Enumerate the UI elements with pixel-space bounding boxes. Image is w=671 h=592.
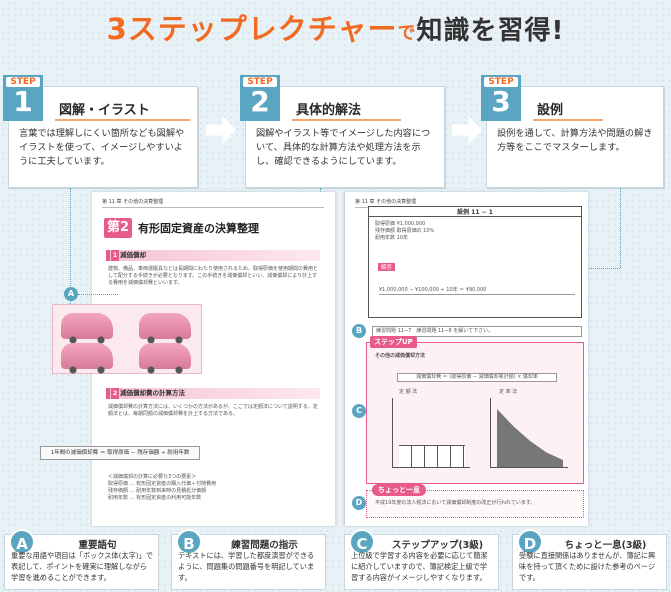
marker-a-leader: [78, 294, 118, 295]
car-icon: [61, 343, 113, 374]
card-d: D ちょっと一息(3級) 受験に直接関係はありませんが、簿記に興味を持って頂くた…: [512, 529, 667, 590]
straight-line-bars: [399, 445, 465, 467]
step-number: 3: [491, 85, 511, 118]
step-1-text: 言葉では理解しにくい箇所なども図解やイラストを使って、イメージしやすいように工夫…: [19, 128, 185, 167]
card-d-text: 受験に直接関係はありませんが、簿記に興味を持って頂くために設けた参考のページです…: [519, 551, 656, 582]
headline-lead: 3ステップレクチャー: [106, 12, 398, 46]
card-b-text: テキストには、学習した都度演習ができるように、問題集の問題番号を明記しています。: [178, 551, 315, 582]
book-spine: [335, 192, 345, 526]
marker-b: B: [352, 324, 366, 338]
card-b-badge: B: [176, 529, 202, 555]
elements-list-item: 耐用年数 … 有形固定資産の利用可能年数: [108, 495, 202, 501]
section-number: 第2節: [104, 218, 132, 255]
chart-label-declining: 定 率 法: [499, 389, 518, 395]
break-tag: ちょっと一息: [372, 484, 426, 496]
card-a: A 重要語句 重要な用語や項目は「ボックス体(太字)」で表記して、ポイントを確実…: [4, 529, 159, 590]
car-icon: [139, 343, 191, 374]
elements-list-item: 残存価額 … 耐用年数到来時の見積処分価額: [108, 488, 207, 494]
step-2-badge: STEP 2: [240, 75, 280, 121]
break-text: 平成19年度の法人税法において減価償却制度の改正が行われています。: [375, 500, 536, 506]
step-3-box: STEP 3 設例 設例を通して、計算方法や問題の解き方等をここでマスターします…: [481, 75, 664, 188]
elements-list: ＜減価償却の計算に必要な3つの要素＞ 取得原価 … 有形固定資産の購入代価＋付随…: [108, 474, 320, 502]
depreciation-formula: 1年間の減価償却費 ＝ 取得原価 − 残存価額 ÷ 耐用年数: [40, 446, 200, 460]
card-c-badge: C: [349, 529, 375, 555]
example-calc: ¥1,000,000 − ¥100,000 ÷ 10年 ＝ ¥90,000: [379, 287, 575, 295]
card-c: C ステップアップ(3級) 上位級で学習する内容を必要に応じて簡潔に紹介していま…: [344, 529, 499, 590]
step-3-connector: [584, 268, 620, 269]
headline-connector: で: [397, 23, 417, 44]
stepup-title: その他の減価償却方法: [375, 353, 426, 359]
card-b: B 練習問題の指示 テキストには、学習した都度演習ができるように、問題集の問題番…: [171, 529, 326, 590]
step-1-badge: STEP 1: [3, 75, 43, 121]
card-a-text: 重要な用語や項目は「ボックス体(太字)」で表記して、ポイントを確実に理解しながら…: [11, 551, 153, 582]
step-3-badge: STEP 3: [481, 75, 521, 121]
card-b-title: 練習問題の指示: [231, 540, 298, 551]
depreciation-paragraph: 建物、備品、車両運搬具などは長期間にわたり使用されるため、取得原価を使用期間の費…: [108, 266, 319, 286]
marker-a: A: [64, 287, 78, 301]
practice-reference: 練習問題 11−7 練習問題 11−8 を解いて下さい。: [372, 326, 582, 337]
step-3-text: 設例を通して、計算方法や問題の解き方等をここでマスターします。: [497, 128, 653, 153]
card-a-title: 重要語句: [78, 540, 117, 551]
card-c-text: 上位級で学習する内容を必要に応じて簡潔に紹介していますので、簿記検定上級で学習す…: [351, 551, 488, 582]
step-1-title: 図解・イラスト: [55, 99, 190, 121]
example-lines: 取得原価 ¥1,000,000 残存価額 取得原価の 10% 耐用年数 10年: [369, 217, 581, 246]
elements-list-title: ＜減価償却の計算に必要な3つの要素＞: [108, 474, 197, 480]
card-d-badge: D: [517, 529, 543, 555]
answer-tag: 解答: [378, 263, 396, 271]
step-3-connector: [620, 188, 621, 268]
example-line: 耐用年数 10年: [375, 235, 408, 241]
step-word: STEP: [243, 77, 277, 87]
step-2-title: 具体的解法: [291, 99, 402, 121]
step-word: STEP: [484, 77, 518, 87]
elements-list-item: 取得原価 … 有形固定資産の購入代価＋付随費用: [108, 481, 217, 487]
straight-line-chart: [392, 398, 470, 468]
step-3-title: 設例: [532, 99, 604, 121]
card-d-title: ちょっと一息(3級): [564, 540, 647, 551]
section-heading: 第2節 有形固定資産の決算整理: [104, 218, 259, 255]
step-word: STEP: [6, 77, 40, 87]
page-headline: 3ステップレクチャーで知識を習得!: [0, 6, 671, 48]
marker-d: D: [352, 496, 366, 510]
step-2-text: 図解やイラスト等でイメージした内容について、具体的な計算方法や処理方法を示し、確…: [256, 128, 431, 167]
car-icon: [139, 313, 191, 344]
example-line: 残存価額 取得原価の 10%: [375, 228, 435, 234]
stepup-tag: ステップUP: [370, 336, 417, 348]
car-icon: [61, 313, 113, 344]
subheading-label: 減価償却費の計算方法: [120, 389, 185, 397]
car-illustration: [52, 304, 202, 374]
step-1-connector: [70, 188, 71, 348]
declining-balance-curve: [497, 409, 563, 467]
headline-tail: 知識を習得!: [416, 16, 565, 46]
card-c-title: ステップアップ(3級): [391, 540, 484, 551]
subheading-label: 減価償却: [120, 251, 146, 259]
chart-label-straight: 定 額 法: [399, 389, 418, 395]
declining-balance-chart: [490, 398, 568, 468]
step-1-box: STEP 1 図解・イラスト 言葉では理解しにくい箇所なども図解やイラストを使っ…: [3, 75, 198, 188]
section-title: 有形固定資産の決算整理: [138, 222, 259, 235]
step-2-box: STEP 2 具体的解法 図解やイラスト等でイメージした内容について、具体的な計…: [240, 75, 445, 188]
stepup-formula: 減価償却費 ＝ (取得原価 − 減価償却累計額) × 償却率: [397, 373, 557, 382]
example-line: 取得原価 ¥1,000,000: [375, 221, 426, 227]
example-box: 設例 11 − 1 取得原価 ¥1,000,000 残存価額 取得原価の 10%…: [368, 206, 582, 318]
calc-method-paragraph: 減価償却費の計算方法には、いくつかの方法があるが、ここでは定額法について説明する…: [108, 404, 318, 417]
marker-c: C: [352, 404, 366, 418]
left-page-header: 第 11 章 その他の決算整理: [102, 198, 324, 208]
example-title: 設例 11 − 1: [369, 207, 581, 217]
card-a-badge: A: [9, 529, 35, 555]
step-number: 2: [250, 85, 270, 118]
step-number: 1: [13, 85, 33, 118]
